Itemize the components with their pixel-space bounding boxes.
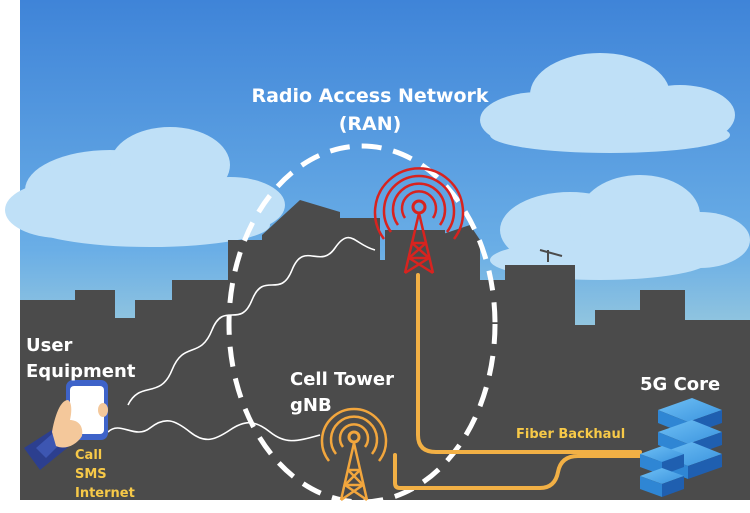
- service-item: Call: [75, 448, 103, 463]
- ran-title: Radio Access Network (RAN): [230, 82, 510, 138]
- cell-tower-line1: Cell Tower: [290, 369, 394, 390]
- clouds: [5, 53, 750, 280]
- fiber-backhaul-lines: [393, 273, 642, 490]
- wireless-signals: [107, 236, 376, 442]
- cell-tower-label: Cell Tower gNB: [290, 367, 394, 419]
- service-item: Internet: [75, 486, 135, 501]
- service-item: SMS: [75, 467, 107, 482]
- ran-title-line2: (RAN): [338, 113, 402, 135]
- user-equipment-line1: User: [26, 335, 73, 356]
- user-equipment-line2: Equipment: [26, 361, 136, 382]
- user-equipment-label: User Equipment: [26, 333, 135, 385]
- fiber-backhaul-label: Fiber Backhaul: [516, 427, 626, 442]
- cell-tower-line2: gNB: [290, 395, 332, 416]
- server-stack-icon: [640, 398, 722, 497]
- ran-boundary: [226, 143, 498, 505]
- core-label: 5G Core: [640, 374, 721, 395]
- ran-antenna-icon: [373, 167, 465, 275]
- crane: [539, 249, 563, 262]
- cell-tower-icon: [320, 407, 388, 502]
- phone-in-hand-icon: [24, 380, 108, 470]
- services-list: Call SMS Internet: [75, 446, 135, 503]
- ran-title-line1: Radio Access Network: [251, 85, 489, 107]
